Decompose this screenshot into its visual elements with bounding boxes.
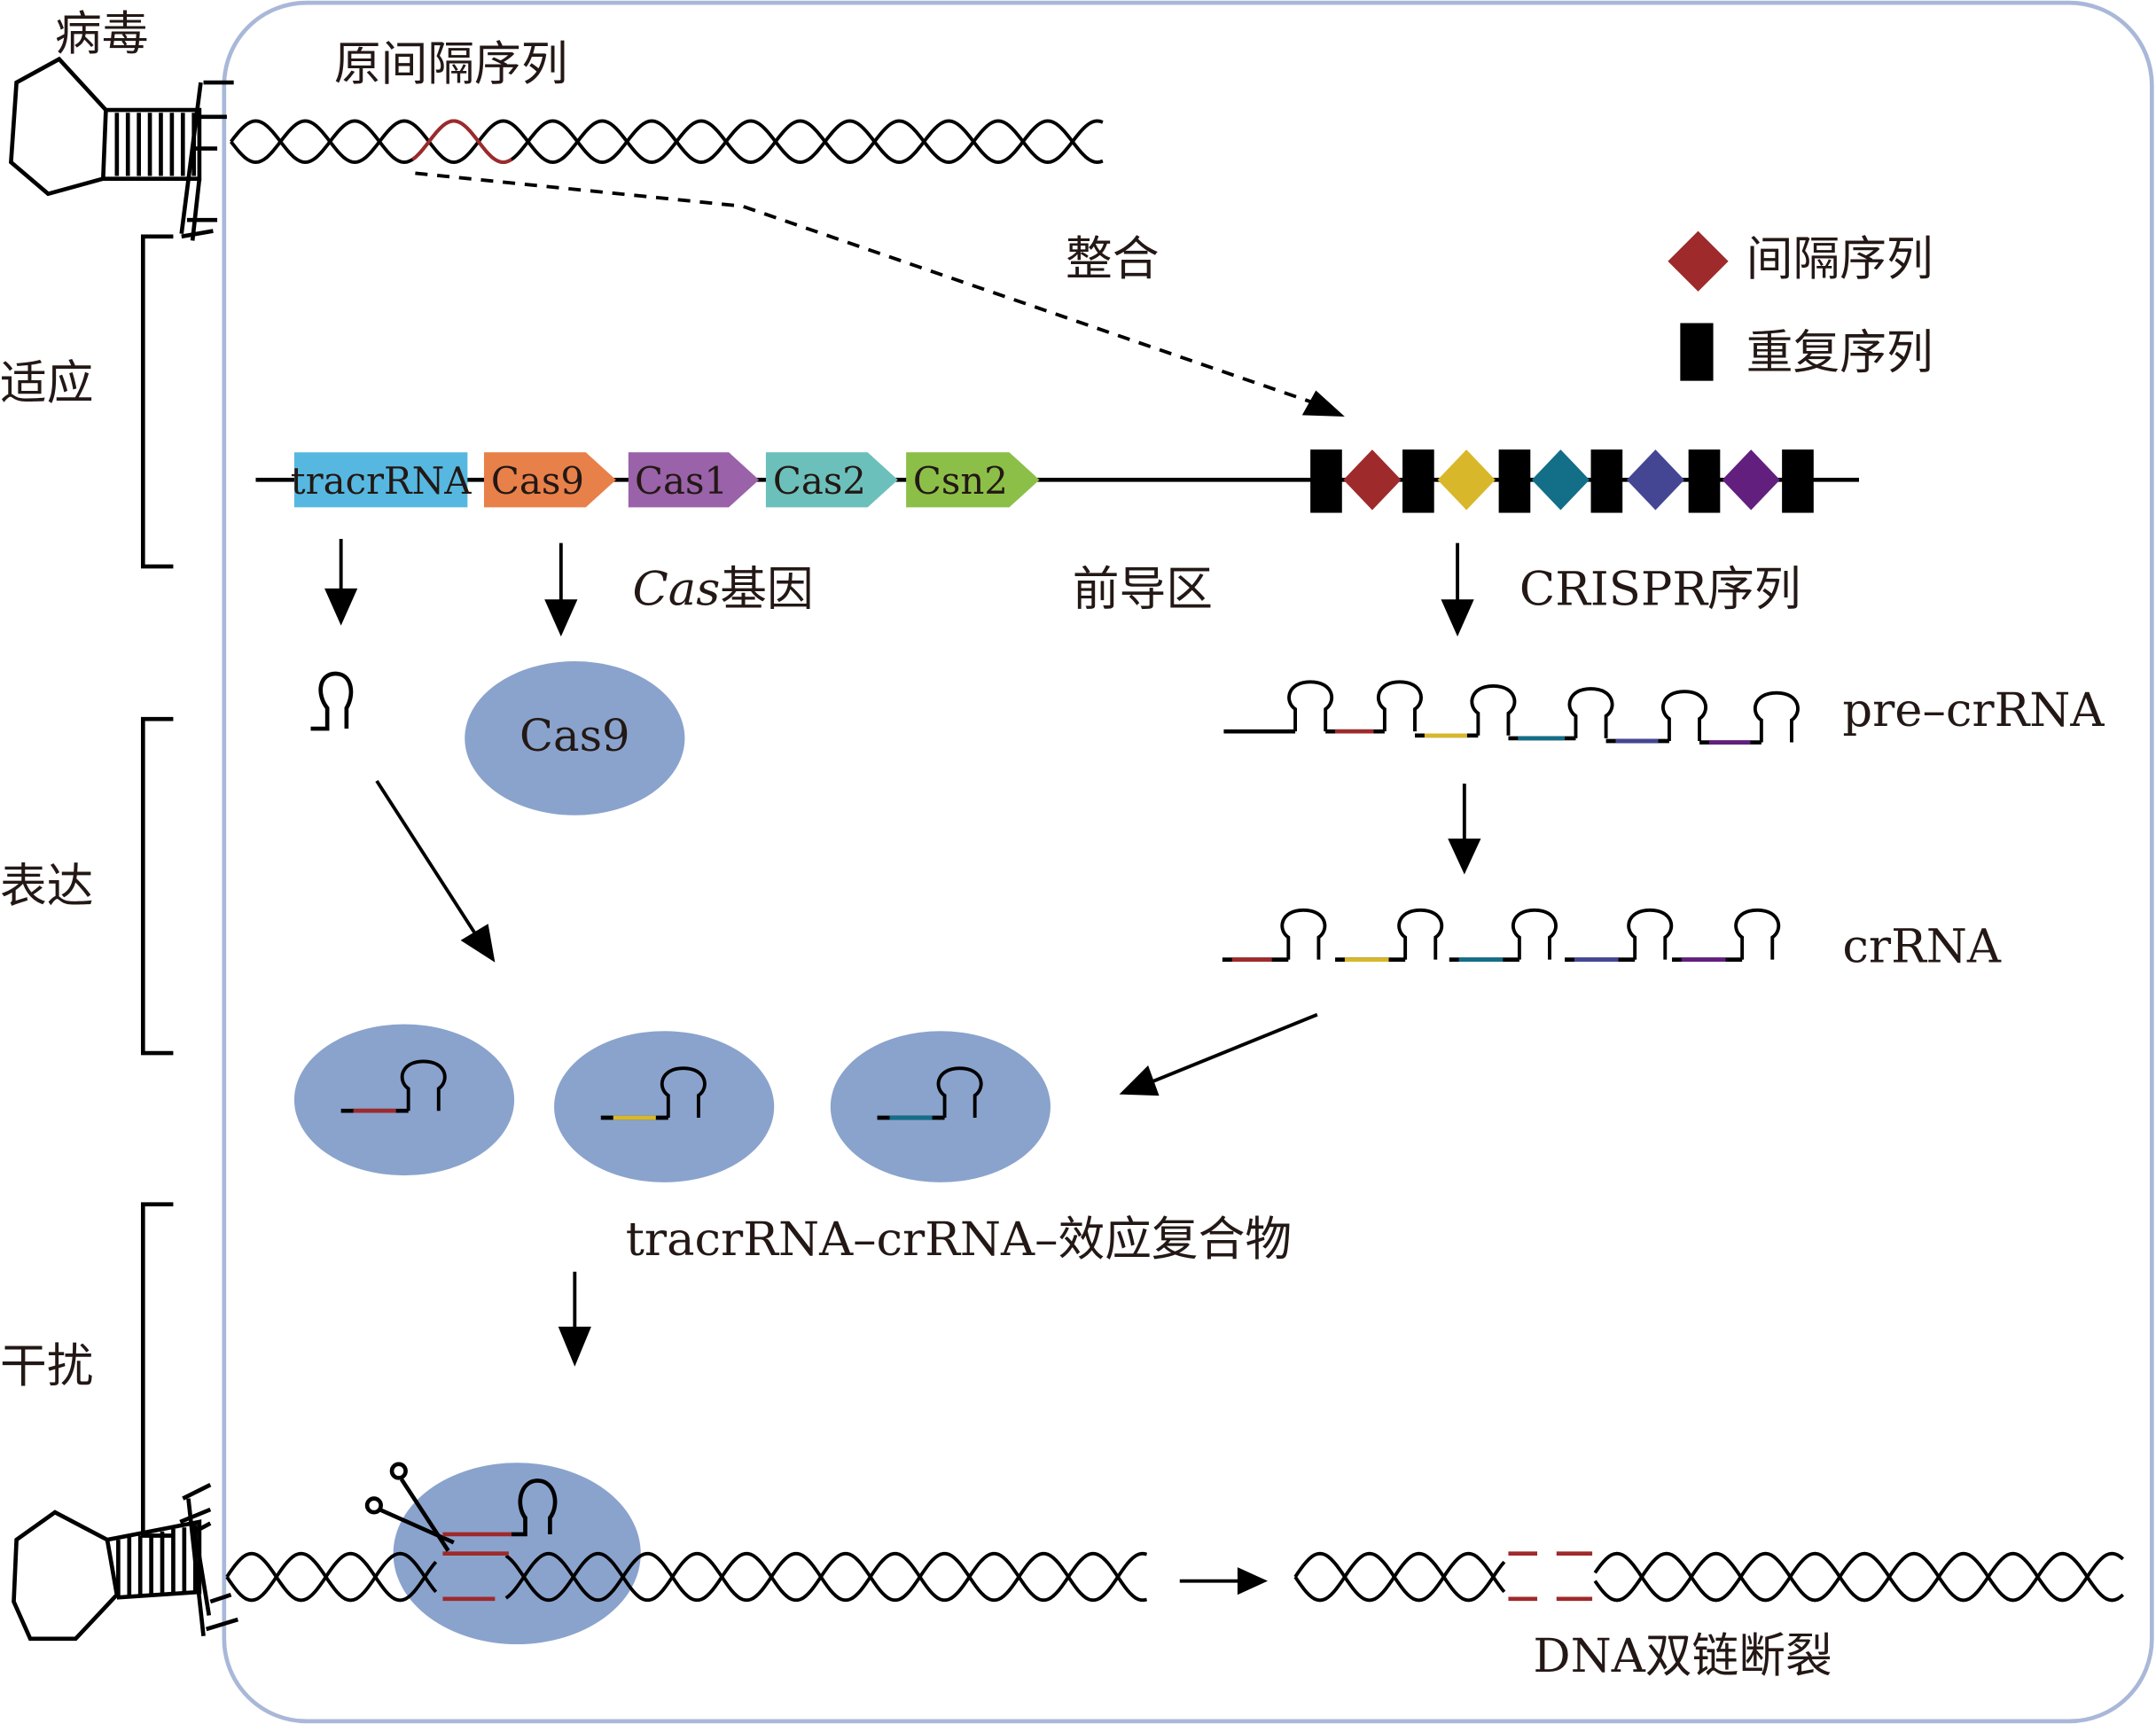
bracket-adaptation: [140, 234, 174, 569]
repeat-bar: [1782, 449, 1814, 513]
tracrrna-hairpin-icon: [310, 671, 354, 731]
repeat-bar: [1590, 449, 1623, 513]
cas-genes-label: Cas基因: [632, 562, 813, 616]
dna-strand: [1293, 1551, 2125, 1603]
repeat-hairpin: [1753, 690, 1800, 743]
legend-repeat-bar-icon: [1680, 323, 1714, 381]
dna-strand: [225, 1551, 1148, 1603]
bracket-expression: [140, 716, 174, 1056]
gene-label-Csn2: Csn2: [913, 459, 1008, 503]
complex-hairpin: [936, 1066, 983, 1118]
effector-complex: [554, 1031, 775, 1182]
spacer-diamond: [1531, 449, 1590, 511]
crrna-to-complex-arrow: [1140, 1012, 1318, 1088]
repeat-bar: [1310, 449, 1342, 513]
gene-Cas9: [483, 452, 616, 508]
dsb-label: DNA双链断裂: [1533, 1629, 1832, 1683]
down-arrows: [324, 539, 1481, 875]
cleaved-dna: [1293, 1551, 2125, 1603]
bracket-interference: [140, 1202, 174, 1538]
spacer-diamond: [1722, 449, 1780, 511]
repeat-hairpin: [1567, 687, 1614, 738]
spacer-diamond: [1437, 449, 1496, 511]
gene-Cas1: [628, 452, 760, 508]
integration-arrowhead: [1301, 390, 1345, 417]
gene-label-Cas2: Cas2: [773, 459, 866, 503]
repeat-bar: [1498, 449, 1531, 513]
repeat-bar: [1402, 449, 1434, 513]
complex-down-arrowhead: [558, 1326, 591, 1367]
mature-crrnas: [1222, 908, 1781, 962]
gene-label-Cas1: Cas1: [635, 459, 728, 503]
crrna-hairpin: [1734, 908, 1781, 960]
crrna-hairpin: [1511, 908, 1558, 960]
complex-hairpin: [400, 1059, 447, 1112]
effector-complex: [293, 1024, 515, 1176]
gene-Cas2: [765, 452, 898, 508]
protospacer-highlight: [411, 119, 512, 164]
stage-label-adaptation: 适应: [0, 356, 93, 410]
repeat-hairpin: [1661, 690, 1707, 742]
stage-label-expression: 表达: [0, 859, 93, 913]
repeat-hairpin: [1376, 680, 1423, 732]
stage-label-interference: 干扰: [0, 1339, 93, 1393]
bound-crrna-hairpin: [442, 1478, 558, 1537]
legend-spacer-diamond-icon: [1668, 230, 1729, 292]
viral-dna-top: [230, 119, 1104, 164]
crrna-hairpin: [1627, 908, 1674, 960]
gene-Csn2: [906, 452, 1040, 508]
protospacer-label: 原间隔序列: [334, 37, 568, 91]
pre-crrna-label: pre–crRNA: [1842, 683, 2105, 737]
stage-brackets: [140, 234, 174, 1538]
crispr-array-label: CRISPR序列: [1519, 562, 1801, 616]
dna-strand: [1293, 1551, 2125, 1603]
target-dna-bound: [225, 1551, 1148, 1603]
integration-arrow: [415, 171, 1335, 412]
gene-label-tracrRNA: tracrRNA: [291, 459, 472, 503]
crrna-hairpin: [1280, 908, 1327, 960]
tracrrna-to-complex-arrow: [375, 779, 483, 945]
cas-operon: tracrRNA Cas9 Cas1 Cas2 Csn2: [291, 452, 1040, 508]
crispr-array: [1310, 449, 1814, 513]
leader-label: 前导区: [1073, 562, 1213, 616]
gene-label-Cas9: Cas9: [491, 459, 584, 503]
stage-label-virus: 病毒: [55, 7, 148, 61]
complex-hairpin: [660, 1066, 707, 1118]
repeat-bar: [1688, 449, 1721, 513]
crrna-hairpin: [1397, 908, 1444, 960]
spacer-diamond: [1626, 449, 1684, 511]
integration-label: 整合: [1066, 232, 1159, 286]
cas9-protein-label: Cas9: [519, 710, 630, 761]
legend-spacer-label: 间隔序列: [1746, 232, 1933, 286]
gene-tracrRNA: [293, 452, 468, 508]
repeat-hairpin: [1287, 680, 1334, 732]
cas9-protein: [465, 661, 685, 815]
crrna-label: crRNA: [1842, 920, 2002, 974]
dna-strand: [225, 1551, 1148, 1603]
bacterial-cell-frame: [222, 0, 2154, 1724]
pre-crrna-transcript: [1223, 680, 1800, 745]
legend-repeat-label: 重复序列: [1746, 326, 1933, 380]
complex-label: tracrRNA–crRNA–效应复合物: [626, 1213, 1292, 1267]
dna-strand: [230, 119, 1104, 164]
effector-complexes: [293, 1024, 1051, 1182]
scissors-icon: [364, 1462, 455, 1552]
dna-strand: [230, 119, 1104, 164]
repeat-hairpin: [1470, 684, 1517, 736]
effector-complex: [830, 1031, 1051, 1182]
virus-phage-bottom-icon: [12, 1483, 239, 1642]
virus-phage-top-icon: [9, 56, 234, 241]
spacer-diamond: [1343, 449, 1402, 511]
